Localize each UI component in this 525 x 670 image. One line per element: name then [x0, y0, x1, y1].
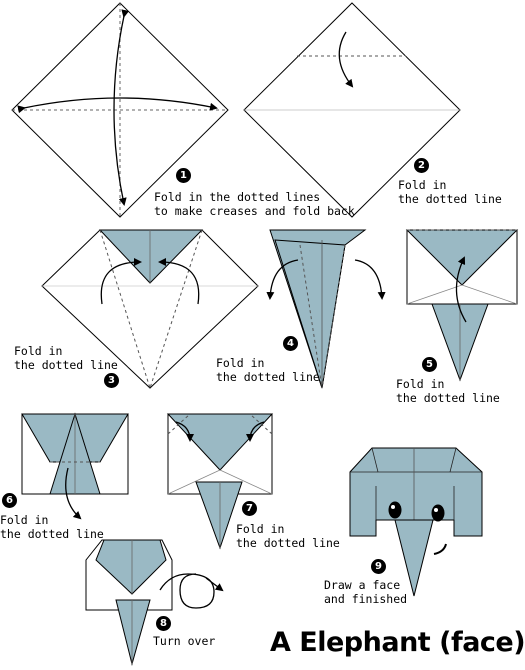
diagram-title: A Elephant (face) [270, 627, 525, 658]
step-9-smile [433, 543, 447, 555]
step-7-drawing [166, 413, 274, 550]
step-1-number: 1 [176, 168, 191, 183]
step-9-trunk [394, 519, 434, 597]
step-5-caption: Fold in the dotted line [396, 377, 500, 405]
step-5-drawing [405, 229, 519, 382]
step-7-number: 7 [242, 501, 257, 516]
step-6-drawing [21, 412, 129, 520]
step-8-caption: Turn over [153, 634, 216, 648]
step-8-turn-over-arrow [159, 573, 215, 609]
step-9-left-eye [388, 501, 402, 519]
step-6-arrow [65, 467, 82, 520]
step-6-number: 6 [2, 493, 17, 508]
step-4-drawing [266, 229, 386, 389]
step-7-top-flap [166, 413, 274, 471]
step-1-arrow-vertical [113, 9, 130, 206]
step-7-arrow-right [246, 421, 265, 442]
step-4-arrow-left [266, 259, 299, 300]
step-2-drawing [243, 2, 461, 218]
step-2-arrow [338, 31, 354, 88]
step-3-crease-right [149, 229, 203, 389]
step-7-crease-right [249, 413, 273, 435]
step-9-caption: Draw a face and finished [324, 578, 408, 606]
step-3-arrow-left [100, 258, 142, 305]
step-5-arrow [455, 256, 467, 323]
step-7-crease-left [167, 413, 191, 435]
step-1-caption: Fold in the dotted lines to make creases… [154, 190, 355, 218]
step-4-crease-left [299, 244, 323, 389]
step-4-arrow-right [354, 259, 386, 300]
step-6-caption: Fold in the dotted line [0, 513, 104, 541]
step-3-flap [98, 229, 204, 284]
step-3-drawing [41, 229, 259, 389]
step-2-number: 2 [414, 158, 429, 173]
step-9-drawing [349, 447, 483, 597]
step-3-caption: Fold in the dotted line [14, 344, 118, 372]
step-7-caption: Fold in the dotted line [236, 522, 340, 550]
step-8-trunk [115, 599, 151, 666]
step-1-drawing [11, 2, 229, 218]
step-8-drawing [85, 539, 224, 666]
step-4-caption: Fold in the dotted line [216, 356, 320, 384]
step-8-number: 8 [156, 616, 171, 631]
step-9-number: 9 [371, 559, 386, 574]
step-3-crease-left [99, 229, 151, 389]
step-7-arrow-left [175, 421, 194, 442]
step-7-trunk [195, 481, 243, 550]
step-4-crease-right [321, 244, 346, 389]
step-8-top-flap [95, 539, 167, 595]
step-3-arrow-right [158, 258, 200, 305]
step-3-number: 3 [104, 373, 119, 388]
step-9-right-eye [431, 504, 445, 522]
step-4-number: 4 [283, 336, 298, 351]
step-5-number: 5 [422, 357, 437, 372]
step-2-caption: Fold in the dotted line [398, 178, 502, 206]
